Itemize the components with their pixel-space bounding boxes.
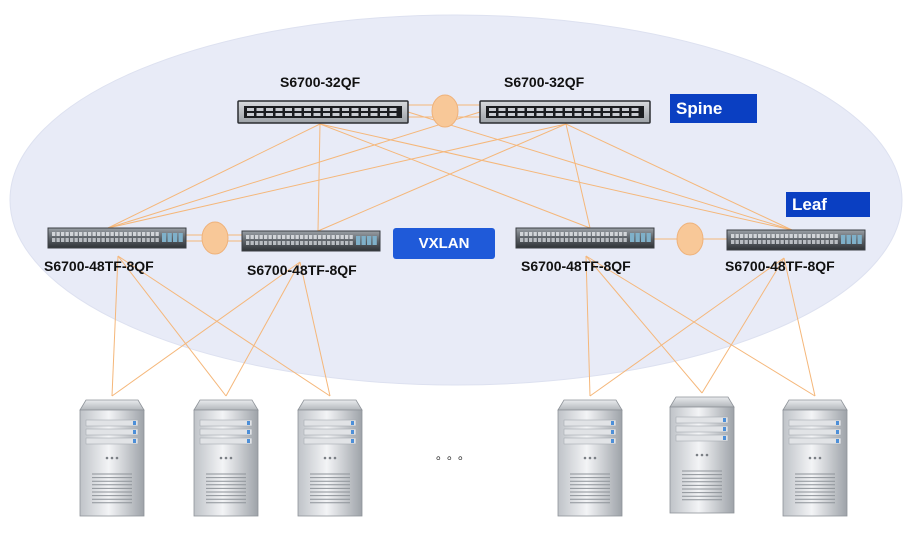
network-link	[111, 255, 119, 397]
network-link	[107, 111, 481, 229]
leaf-switch-icon	[726, 229, 866, 251]
spine-switch-icon	[237, 100, 409, 124]
stack-bubble	[201, 221, 229, 255]
server-layer	[79, 396, 848, 517]
network-link	[111, 261, 301, 397]
server-icon	[79, 399, 145, 517]
network-link	[317, 123, 567, 232]
spine-switch-label: S6700-32QF	[280, 74, 361, 90]
network-link	[117, 255, 331, 397]
network-link	[589, 257, 785, 397]
network-link	[585, 255, 816, 397]
network-link	[585, 255, 591, 397]
links	[107, 111, 816, 397]
network-link	[407, 111, 793, 231]
network-link	[317, 123, 321, 232]
leaf-layer	[47, 227, 866, 252]
stack-links	[186, 94, 727, 256]
server-icon	[193, 399, 259, 517]
leaf-switch-label: S6700-48TF-8QF	[247, 262, 357, 278]
network-link	[565, 123, 793, 231]
spine-tag: Spine	[670, 94, 757, 123]
network-link	[585, 255, 703, 394]
network-link	[107, 123, 567, 229]
vxlan-tag: VXLAN	[393, 228, 495, 259]
network-link	[107, 123, 321, 229]
server-icon	[297, 399, 363, 517]
network-link	[299, 261, 331, 397]
leaf-switch-icon	[515, 227, 655, 249]
stack-bubble	[676, 222, 704, 256]
network-link	[319, 123, 591, 229]
spine-switch-label: S6700-32QF	[504, 74, 585, 90]
leaf-tag: Leaf	[786, 192, 870, 217]
server-icon	[669, 396, 735, 514]
leaf-switch-label: S6700-48TF-8QF	[521, 258, 631, 274]
network-link	[117, 255, 227, 397]
network-link	[225, 261, 301, 397]
spine-switch-icon	[479, 100, 651, 124]
leaf-switch-label: S6700-48TF-8QF	[44, 258, 154, 274]
spine-layer	[237, 100, 651, 124]
network-link	[319, 123, 793, 231]
network-link	[565, 123, 591, 229]
fabric-area	[9, 14, 903, 386]
stack-bubble	[431, 94, 459, 128]
more-servers-ellipsis: 。。。	[436, 448, 476, 462]
network-link	[783, 257, 816, 397]
server-icon	[782, 399, 848, 517]
leaf-switch-icon	[241, 230, 381, 252]
leaf-switch-label: S6700-48TF-8QF	[725, 258, 835, 274]
leaf-switch-icon	[47, 227, 187, 249]
network-link	[701, 257, 785, 394]
server-icon	[557, 399, 623, 517]
